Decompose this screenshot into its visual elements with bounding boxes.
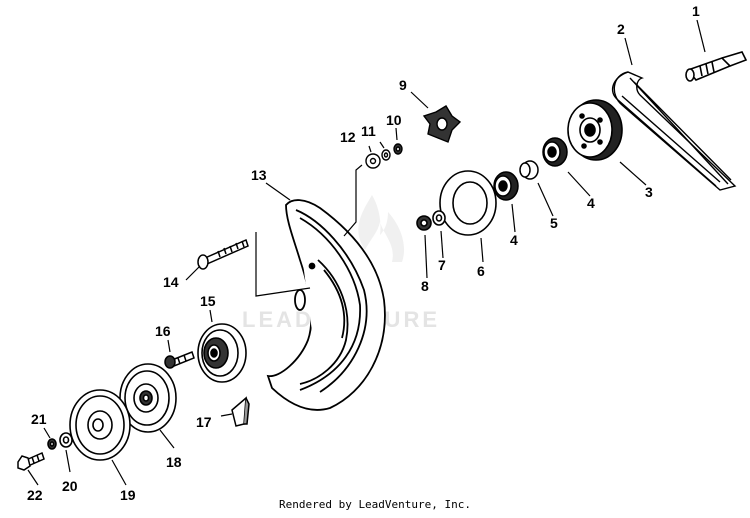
leader-lines — [255, 164, 363, 297]
part-long-bolt — [197, 238, 249, 270]
part-lock-washer-21 — [47, 438, 57, 450]
callout-16: 16 — [155, 323, 171, 339]
callout-12: 12 — [340, 129, 356, 145]
part-large-pulley — [567, 99, 623, 161]
part-hex-bolt-22 — [17, 451, 45, 471]
callout-leaders — [27, 19, 706, 486]
part-shaft — [685, 51, 748, 82]
part-idler-pulley — [197, 323, 247, 383]
callout-5: 5 — [550, 215, 558, 231]
part-bearing-lower — [493, 171, 519, 201]
callout-8: 8 — [421, 278, 429, 294]
part-washer-12 — [365, 153, 381, 169]
callout-17: 17 — [196, 414, 212, 430]
part-pulley-19 — [69, 389, 131, 461]
part-belt — [611, 71, 737, 191]
callout-2: 2 — [617, 21, 625, 37]
part-spacer — [519, 160, 539, 180]
part-washer-20 — [59, 432, 73, 448]
part-belt-guard — [266, 199, 386, 411]
part-key — [231, 396, 250, 427]
watermark-logo — [358, 195, 405, 262]
part-star-knob — [422, 105, 462, 143]
part-pulley-18 — [119, 363, 177, 433]
callout-1: 1 — [692, 3, 700, 19]
part-ring-plate — [439, 170, 497, 236]
part-nut-10 — [393, 143, 403, 155]
callout-14: 14 — [163, 274, 179, 290]
footer-credit: Rendered by LeadVenture, Inc. — [278, 498, 472, 511]
part-washer-11 — [381, 149, 391, 161]
callout-19: 19 — [120, 487, 136, 503]
callout-22: 22 — [27, 487, 43, 503]
part-washer-7 — [432, 210, 446, 226]
callout-7: 7 — [438, 257, 446, 273]
callout-18: 18 — [166, 454, 182, 470]
callout-4: 4 — [587, 195, 595, 211]
callout-21: 21 — [31, 411, 47, 427]
callout-3: 3 — [645, 184, 653, 200]
callout-labels: 1 2 3 4 5 4 6 7 8 9 10 11 12 13 14 15 16… — [27, 3, 700, 503]
callout-15: 15 — [200, 293, 216, 309]
callout-6: 6 — [477, 263, 485, 279]
callout-11: 11 — [361, 123, 376, 139]
callout-10: 10 — [386, 112, 402, 128]
callout-20: 20 — [62, 478, 78, 494]
callout-9: 9 — [399, 77, 407, 93]
callout-4b: 4 — [510, 232, 518, 248]
part-small-bolt — [164, 351, 195, 369]
callout-13: 13 — [251, 167, 267, 183]
part-nut-8 — [416, 215, 432, 231]
part-bearing-upper — [542, 137, 568, 167]
